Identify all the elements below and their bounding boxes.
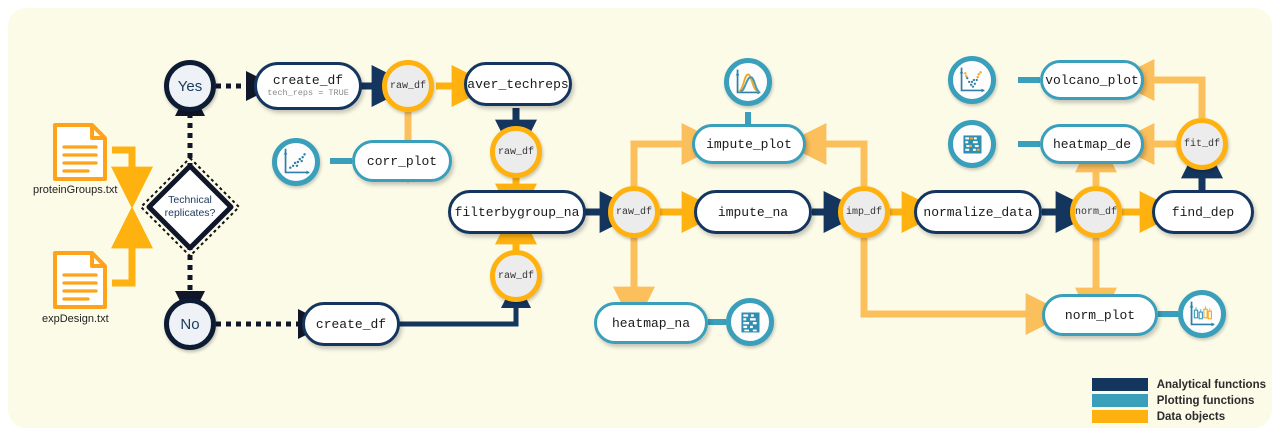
- file-icon-proteingroups: [52, 122, 108, 182]
- plot-impute-plot[interactable]: impute_plot: [692, 124, 806, 164]
- function-impute-na[interactable]: impute_na: [694, 190, 812, 234]
- decision-line-2: replicates?: [164, 207, 216, 219]
- function-find-dep-label: find_dep: [1171, 204, 1235, 220]
- function-normalize-data-label: normalize_data: [923, 204, 1033, 220]
- terminator-yes[interactable]: Yes: [164, 60, 216, 112]
- terminator-no[interactable]: No: [164, 298, 216, 350]
- function-normalize-data[interactable]: normalize_data: [914, 190, 1042, 234]
- function-aver-techreps[interactable]: aver_techreps: [464, 62, 572, 106]
- data-object-raw-df-3[interactable]: raw_df: [490, 250, 542, 302]
- boxplot-icon: [1178, 290, 1226, 338]
- function-filterbygroup-na-label: filterbygroup_na: [454, 204, 580, 220]
- data-object-fit-df[interactable]: fit_df: [1176, 118, 1228, 170]
- function-aver-techreps-label: aver_techreps: [467, 76, 569, 92]
- legend-row-analytical: Analytical functions: [1091, 378, 1266, 391]
- decision-line-1: Technical: [168, 193, 212, 206]
- plot-volcano-plot[interactable]: volcano_plot: [1040, 60, 1144, 100]
- legend-row-plotting: Plotting functions: [1091, 394, 1266, 407]
- legend-swatch-data: [1091, 410, 1148, 423]
- data-object-raw-df-2-label: raw_df: [497, 146, 534, 158]
- terminator-yes-label: Yes: [177, 77, 203, 95]
- data-object-norm-df-label: norm_df: [1075, 206, 1118, 218]
- function-create-df-label: create_df: [315, 316, 387, 332]
- file-icon-expdesign: [52, 250, 108, 310]
- terminator-no-label: No: [180, 315, 200, 333]
- function-create-df-techreps-sub: tech_reps = TRUE: [267, 87, 349, 98]
- heatmap-grid-icon: [948, 120, 996, 168]
- scatter-plot-icon: [272, 138, 320, 186]
- legend-row-data: Data objects: [1091, 410, 1266, 423]
- decision-technical-replicates[interactable]: Technical replicates?: [138, 155, 242, 259]
- volcano-scatter-icon: [948, 56, 996, 104]
- function-create-df-techreps-label: create_df: [272, 73, 344, 89]
- plot-heatmap-de[interactable]: heatmap_de: [1040, 124, 1144, 164]
- file-label-proteingroups: proteinGroups.txt: [33, 184, 118, 196]
- legend-label-data: Data objects: [1156, 410, 1226, 423]
- data-object-raw-df-1-label: raw_df: [389, 80, 426, 92]
- density-curve-icon: [724, 58, 772, 106]
- function-impute-na-label: impute_na: [717, 204, 789, 220]
- data-object-raw-df-1[interactable]: raw_df: [382, 60, 434, 112]
- data-object-imp-df-label: imp_df: [845, 206, 882, 218]
- plot-corr-plot-label: corr_plot: [366, 153, 438, 169]
- plot-heatmap-de-label: heatmap_de: [1052, 136, 1131, 152]
- data-object-raw-df-4[interactable]: raw_df: [608, 186, 660, 238]
- function-find-dep[interactable]: find_dep: [1152, 190, 1254, 234]
- data-object-imp-df[interactable]: imp_df: [838, 186, 890, 238]
- function-create-df-techreps[interactable]: create_df tech_reps = TRUE: [254, 62, 362, 110]
- legend: Analytical functions Plotting functions …: [1091, 378, 1266, 426]
- data-object-raw-df-2[interactable]: raw_df: [490, 126, 542, 178]
- function-filterbygroup-na[interactable]: filterbygroup_na: [448, 190, 586, 234]
- data-object-raw-df-3-label: raw_df: [497, 270, 534, 282]
- plot-impute-plot-label: impute_plot: [706, 136, 792, 152]
- legend-label-plotting: Plotting functions: [1156, 394, 1255, 407]
- plot-norm-plot-label: norm_plot: [1064, 307, 1136, 323]
- legend-label-analytical: Analytical functions: [1156, 378, 1266, 391]
- data-object-raw-df-4-label: raw_df: [615, 206, 652, 218]
- plot-volcano-plot-label: volcano_plot: [1045, 72, 1139, 88]
- plot-heatmap-na-label: heatmap_na: [611, 315, 690, 331]
- function-create-df[interactable]: create_df: [302, 302, 400, 346]
- legend-swatch-plotting: [1091, 394, 1148, 407]
- heatmap-grid-icon: [726, 298, 774, 346]
- plot-heatmap-na[interactable]: heatmap_na: [594, 302, 708, 344]
- data-object-fit-df-label: fit_df: [1183, 138, 1220, 150]
- plot-norm-plot[interactable]: norm_plot: [1042, 294, 1158, 336]
- file-label-expdesign: expDesign.txt: [42, 313, 109, 325]
- data-object-norm-df[interactable]: norm_df: [1070, 186, 1122, 238]
- legend-swatch-analytical: [1091, 378, 1148, 391]
- decision-label: Technical replicates?: [138, 155, 242, 259]
- plot-corr-plot[interactable]: corr_plot: [352, 140, 452, 182]
